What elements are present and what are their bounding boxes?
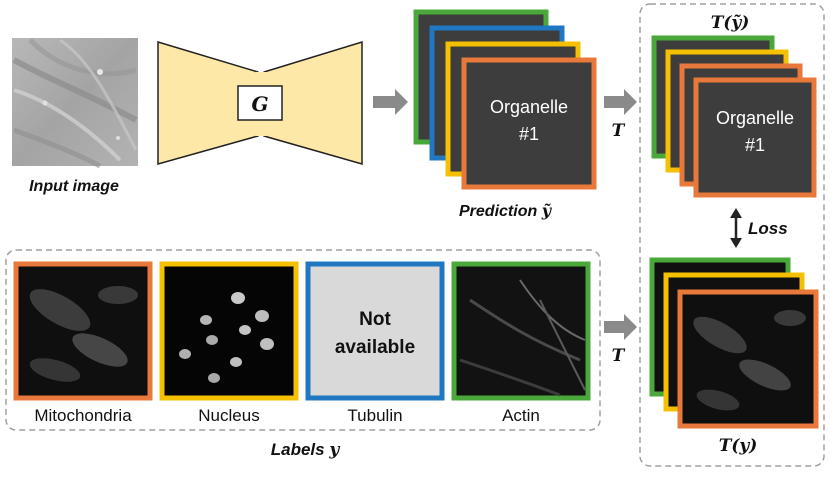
generator-symbol: G [251,92,268,116]
label-image-actin [451,261,591,401]
prediction-stack: Organelle #1 [413,9,597,190]
transformed-card-line2: #1 [745,135,765,155]
arrow-transform-labels [604,314,637,340]
transformed-prediction-stack: Organelle #1 [651,35,817,198]
transformed-prediction-title: T(ỹ) [711,13,750,33]
input-image [12,38,138,169]
transformed-prediction-top-card [693,77,817,198]
tubulin-unavailable-line2: available [335,337,415,358]
arrow-transform-prediction [604,89,637,115]
loss-label: Loss [748,219,788,238]
loss-arrow [730,208,742,248]
prediction-card-line2: #1 [519,124,539,144]
label-image-tubulin: Not available [305,261,445,401]
prediction-top-card [461,57,597,190]
label-name-mitochondria: Mitochondria [34,406,132,425]
transformed-panel [639,3,825,467]
prediction-caption: Prediction ỹ [459,201,553,220]
tubulin-unavailable-line1: Not [359,309,391,330]
label-image-mitochondria [13,261,153,401]
label-name-actin: Actin [502,406,540,425]
input-image-caption: Input image [29,178,119,195]
transform-symbol-top: T [612,121,626,141]
labels-panel [5,249,601,431]
transformed-card-line1: Organelle [716,108,794,128]
generator-box [237,85,283,121]
label-name-nucleus: Nucleus [198,406,259,425]
label-image-nucleus [159,261,299,401]
transformed-labels-stack [649,257,819,429]
arrow-generator-to-prediction [373,89,408,115]
generator-network: G [157,40,363,165]
transformed-labels-title: T(y) [719,436,758,456]
transform-symbol-bottom: T [612,346,626,366]
labels-caption: Labels y [271,440,341,460]
label-name-tubulin: Tubulin [347,406,402,425]
prediction-card-line1: Organelle [490,97,568,117]
